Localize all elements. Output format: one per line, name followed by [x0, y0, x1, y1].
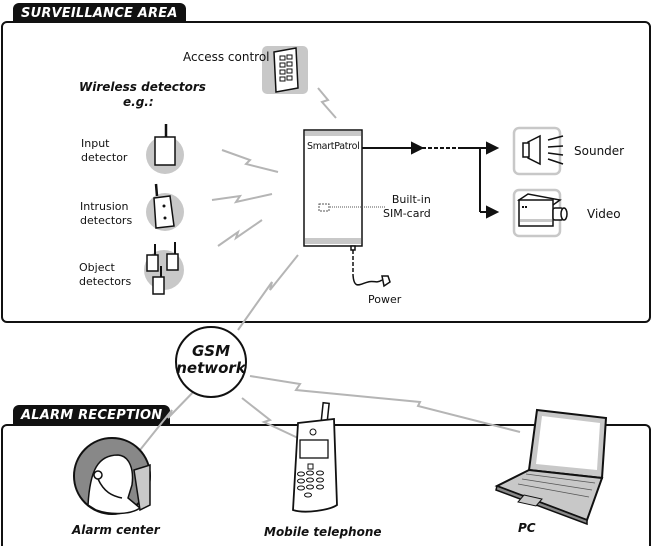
alarm-reception-title: ALARM RECEPTION	[13, 405, 171, 425]
signal-unit-to-gsm	[237, 254, 299, 331]
operator-headset-icon	[73, 437, 151, 515]
gsm-line1: GSM	[191, 342, 231, 360]
input-detector-line2: detector	[81, 151, 128, 164]
power-label: Power	[368, 293, 402, 306]
access-control-icon	[262, 46, 308, 94]
mobile-phone-icon	[292, 401, 338, 513]
signal-gsm-to-pc	[249, 375, 521, 433]
object-detectors-line2: detectors	[79, 275, 132, 288]
sim-card-label: Built-in SIM-card	[383, 193, 431, 221]
smartpatrol-label: SmartPatrol	[307, 141, 360, 152]
speaker-icon	[512, 126, 564, 176]
intrusion-detectors-label: Intrusion detectors	[80, 200, 132, 228]
intrusion-detector-icon	[146, 183, 184, 231]
sim-card-line2: SIM-card	[383, 207, 431, 220]
access-control-label: Access control	[183, 50, 270, 64]
gsm-network-circle	[175, 326, 247, 398]
wireless-detectors-heading: Wireless detectors	[79, 80, 206, 94]
smartpatrol-unit	[303, 129, 385, 247]
sim-card-line1: Built-in	[391, 193, 431, 206]
pc-label: PC	[518, 521, 536, 535]
video-label: Video	[587, 207, 621, 221]
intrusion-detectors-line1: Intrusion	[80, 200, 129, 213]
input-detector-icon	[146, 124, 184, 174]
laptop-icon	[494, 408, 608, 526]
object-detectors-line1: Object	[79, 261, 115, 274]
gsm-network-label: GSM network	[176, 343, 246, 377]
input-detector-line1: Input	[81, 137, 110, 150]
camera-icon	[512, 188, 568, 238]
object-detectors-label: Object detectors	[79, 261, 131, 289]
input-detector-label: Input detector	[81, 137, 127, 165]
signal-access-control	[317, 87, 337, 119]
mobile-telephone-label: Mobile telephone	[264, 525, 382, 539]
signal-input-detector	[221, 149, 279, 173]
wireless-signals	[139, 87, 521, 451]
gsm-line2: network	[176, 359, 246, 377]
signal-object-detector	[217, 219, 263, 247]
sounder-label: Sounder	[574, 144, 625, 158]
intrusion-detectors-line2: detectors	[80, 214, 133, 227]
signal-intrusion-detector	[211, 193, 273, 204]
power-plug-icon	[350, 245, 391, 288]
alarm-center-label: Alarm center	[72, 523, 160, 537]
wireless-detectors-eg: e.g.:	[123, 95, 154, 109]
signal-gsm-to-phone	[241, 397, 299, 439]
object-detectors-icon	[144, 242, 184, 295]
surveillance-area-title: SURVEILLANCE AREA	[13, 3, 186, 23]
output-connections	[362, 141, 500, 219]
signal-gsm-to-alarmcenter	[139, 384, 201, 451]
